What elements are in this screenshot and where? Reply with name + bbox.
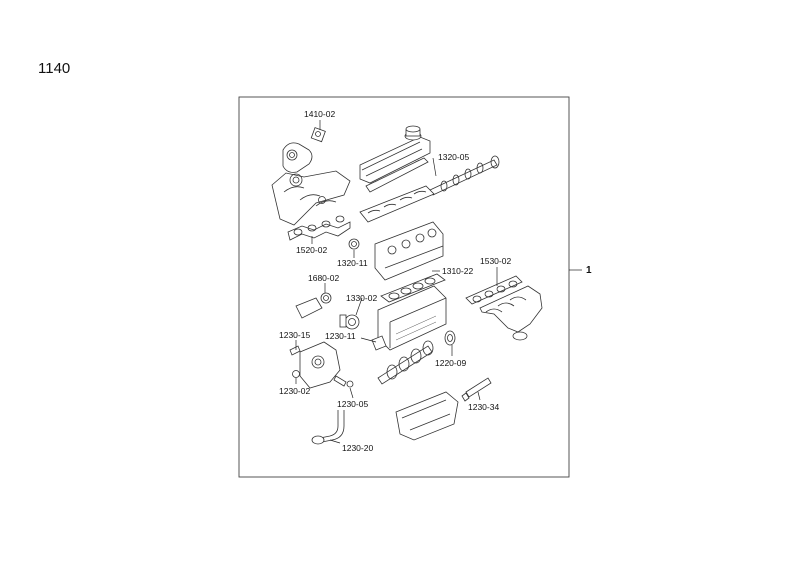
- page-code: 1140: [38, 60, 71, 77]
- part-camshaft: [429, 155, 500, 196]
- callout-1330-02: 1330-02: [346, 293, 377, 303]
- part-thermostat-housing: [282, 127, 326, 173]
- part-valve-cover: [359, 125, 431, 193]
- callout-1520-02: 1520-02: [296, 245, 327, 255]
- part-cylinder-head: [374, 221, 444, 281]
- part-bolt: [333, 375, 354, 388]
- callout-1230-34: 1230-34: [468, 402, 499, 412]
- callout-1230-02: 1230-02: [279, 386, 310, 396]
- part-bracket: [371, 335, 387, 351]
- part-oil-pan: [395, 391, 459, 441]
- callout-1310-22: 1310-22: [442, 266, 473, 276]
- part-oil-pump: [289, 341, 341, 389]
- callout-1230-11: 1230-11: [325, 331, 356, 341]
- part-oring: [292, 370, 300, 378]
- callout-1320-11: 1320-11: [337, 258, 368, 268]
- part-cam-seal: [348, 238, 360, 250]
- callout-1230-05: 1230-05: [337, 399, 368, 409]
- callout-1230-20: 1230-20: [342, 443, 373, 453]
- callout-leaders: [295, 120, 498, 444]
- part-intake-manifold: [271, 170, 351, 241]
- callout-1530-02: 1530-02: [480, 256, 511, 266]
- callout-1680-02: 1680-02: [308, 273, 339, 283]
- callout-1410-02: 1410-02: [304, 109, 335, 119]
- callout-1320-05: 1320-05: [438, 152, 469, 162]
- part-sealant-tube: [461, 377, 492, 402]
- part-rear-seal-housing: [295, 292, 332, 319]
- part-exhaust-manifold: [465, 275, 543, 341]
- diagram-frame: [238, 96, 570, 478]
- part-head-gasket: [380, 273, 446, 303]
- main-ref-label: 1: [586, 265, 592, 276]
- callout-1230-15: 1230-15: [279, 330, 310, 340]
- part-water-pump: [339, 314, 360, 330]
- part-crankshaft: [377, 330, 456, 385]
- callout-1220-09: 1220-09: [435, 358, 466, 368]
- callout-labels: 1410-02 1320-05 1520-02 1320-11 1310-22 …: [279, 109, 511, 453]
- part-oil-pickup: [311, 410, 345, 445]
- part-cam-carrier: [359, 185, 435, 223]
